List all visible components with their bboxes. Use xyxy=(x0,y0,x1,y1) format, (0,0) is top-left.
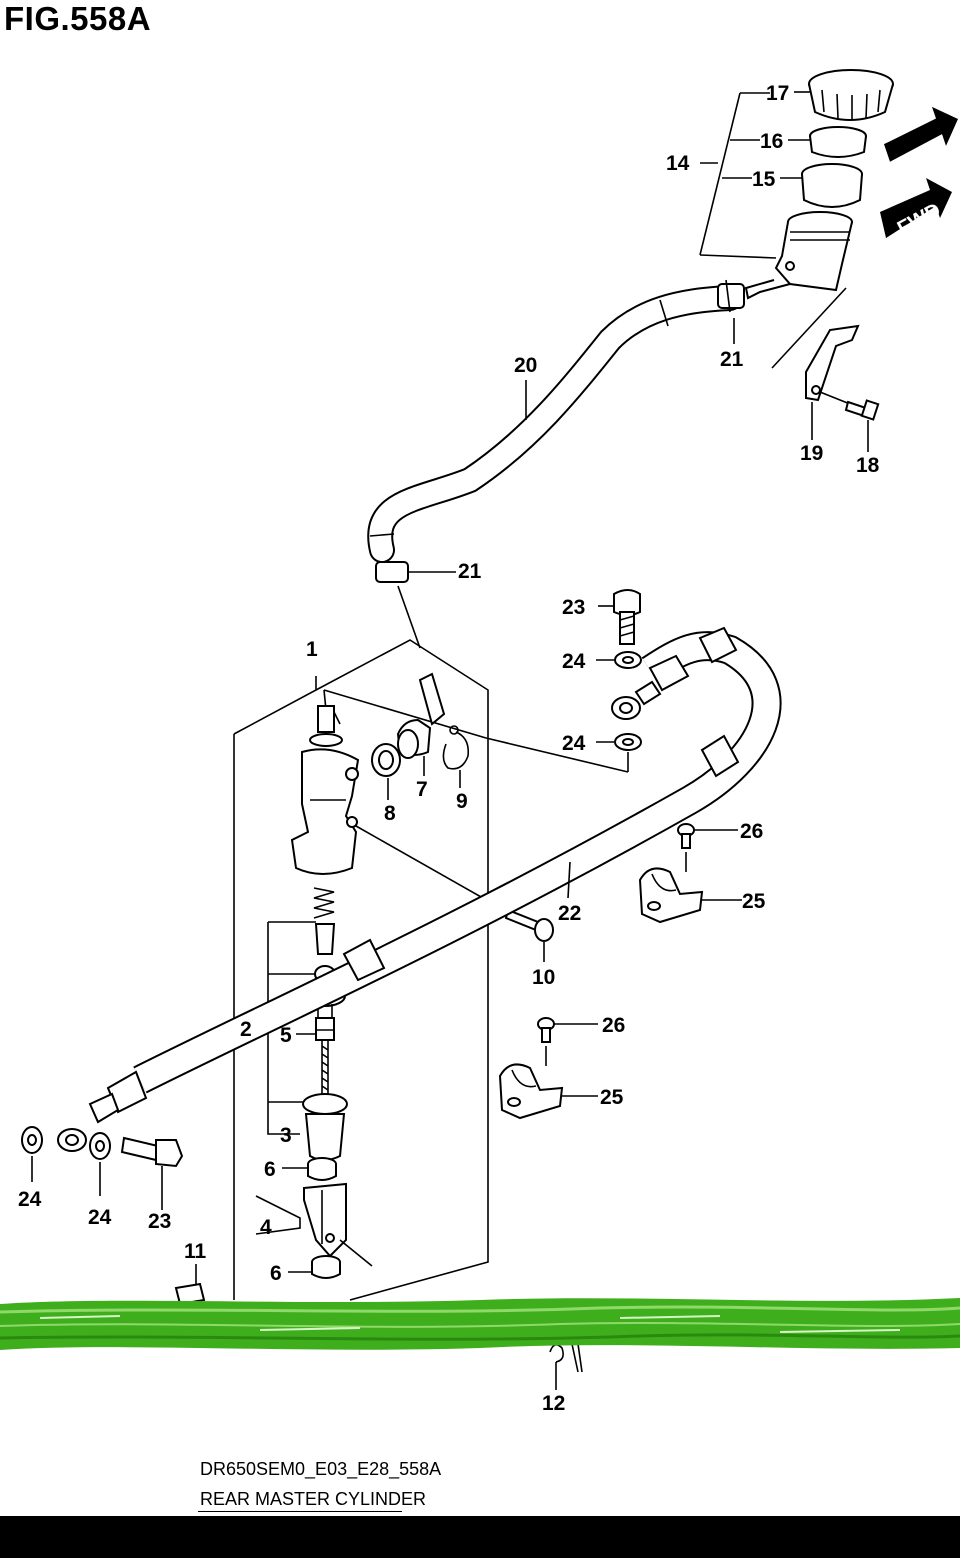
washer-lower-2 xyxy=(89,1132,111,1196)
callout-12: 12 xyxy=(542,1392,565,1415)
callout-24-lower-right: 24 xyxy=(88,1206,112,1229)
circlip xyxy=(442,725,470,770)
bottom-bar xyxy=(0,1516,960,1558)
callout-24-lower-left: 24 xyxy=(18,1188,42,1211)
callout-25-upper: 25 xyxy=(742,890,766,913)
callout-21-lower: 21 xyxy=(458,560,482,583)
cylinder-screw xyxy=(504,908,554,962)
o-ring xyxy=(371,743,401,777)
callout-8: 8 xyxy=(384,802,396,825)
hose-clamp-lower xyxy=(375,561,456,649)
hose-clamp-upper xyxy=(717,279,745,344)
callout-25-lower: 25 xyxy=(600,1086,624,1109)
callout-24-middle: 24 xyxy=(562,732,586,755)
callout-5: 5 xyxy=(280,1024,292,1047)
union-bolt-lower xyxy=(120,1136,184,1210)
union-bolt-upper xyxy=(598,589,641,645)
callout-6-upper: 6 xyxy=(264,1158,276,1181)
washer-lower-1 xyxy=(21,1126,43,1182)
callout-18: 18 xyxy=(856,454,880,477)
figure-title: FIG.558A xyxy=(4,0,152,37)
callout-16: 16 xyxy=(760,130,783,153)
washer-upper-1 xyxy=(596,651,642,669)
pedal-bolt xyxy=(174,1264,206,1306)
lock-nut-upper xyxy=(307,1157,337,1181)
callout-11: 11 xyxy=(184,1240,207,1263)
clevis xyxy=(255,1182,373,1267)
brake-hose xyxy=(57,626,782,1152)
callout-14: 14 xyxy=(666,152,690,175)
reservoir-cap xyxy=(808,69,894,121)
reservoir-hose xyxy=(367,285,743,563)
master-cylinder-kit-outline xyxy=(233,639,489,1301)
lock-nut-lower xyxy=(311,1255,341,1279)
callout-26-lower: 26 xyxy=(602,1014,625,1037)
callout-21-upper: 21 xyxy=(720,348,744,371)
callout-15: 15 xyxy=(752,168,776,191)
reservoir-plate xyxy=(809,126,867,158)
callout-7: 7 xyxy=(416,778,428,801)
callout-9: 9 xyxy=(456,790,468,813)
hose-guide-upper xyxy=(638,867,742,924)
callout-19: 19 xyxy=(800,442,823,465)
diagram-name: REAR MASTER CYLINDER xyxy=(200,1489,427,1509)
hose-guide-screw-lower xyxy=(537,1017,598,1066)
callout-26-upper: 26 xyxy=(740,820,763,843)
diagram-code: DR650SEM0_E03_E28_558A xyxy=(200,1459,442,1479)
hose-guide-lower xyxy=(498,1063,598,1120)
hose-union xyxy=(396,672,446,759)
master-cylinder-body xyxy=(290,705,360,875)
forward-arrow: FWD xyxy=(880,106,958,240)
callout-23-lower: 23 xyxy=(148,1210,171,1233)
callout-24-upper: 24 xyxy=(562,650,586,673)
bracket-bolt xyxy=(819,391,880,421)
reservoir-assembly xyxy=(699,69,894,421)
callout-1: 1 xyxy=(306,638,318,661)
cotter-pin xyxy=(549,1343,583,1390)
hose-guide-screw-upper xyxy=(677,823,738,872)
reservoir-body xyxy=(744,211,853,300)
callout-3: 3 xyxy=(280,1124,292,1147)
washer-upper-2 xyxy=(596,733,642,772)
callout-2: 2 xyxy=(240,1018,252,1041)
callout-22: 22 xyxy=(558,902,581,925)
paint-stroke-band xyxy=(0,1298,960,1350)
callout-23-upper: 23 xyxy=(562,596,585,619)
callout-6-lower: 6 xyxy=(270,1262,282,1285)
reservoir-bracket xyxy=(771,287,860,402)
reservoir-diaphragm xyxy=(801,163,863,208)
callout-4: 4 xyxy=(260,1216,272,1239)
callout-17: 17 xyxy=(766,82,789,105)
footer-divider xyxy=(198,1511,402,1512)
callout-10: 10 xyxy=(532,966,555,989)
callout-20: 20 xyxy=(514,354,537,377)
